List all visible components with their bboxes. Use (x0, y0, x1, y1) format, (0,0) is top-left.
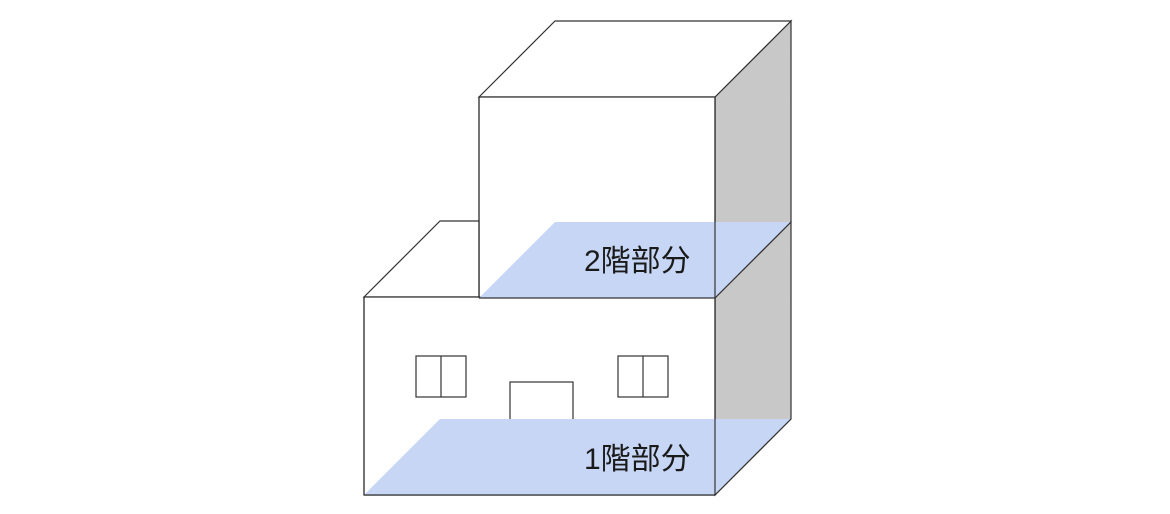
floor-plane-1f (364, 419, 791, 495)
lower-block-roof-left (362, 220, 480, 298)
floor-label-1f: 1階部分 (584, 443, 691, 476)
floor-plane-2f (479, 222, 791, 298)
right-window (617, 355, 669, 398)
left-window (415, 355, 467, 398)
door (509, 381, 574, 423)
floor-label-2f: 2階部分 (584, 245, 691, 278)
side-diagonal-bottom (714, 418, 792, 496)
side-diagonal-top (714, 221, 792, 299)
